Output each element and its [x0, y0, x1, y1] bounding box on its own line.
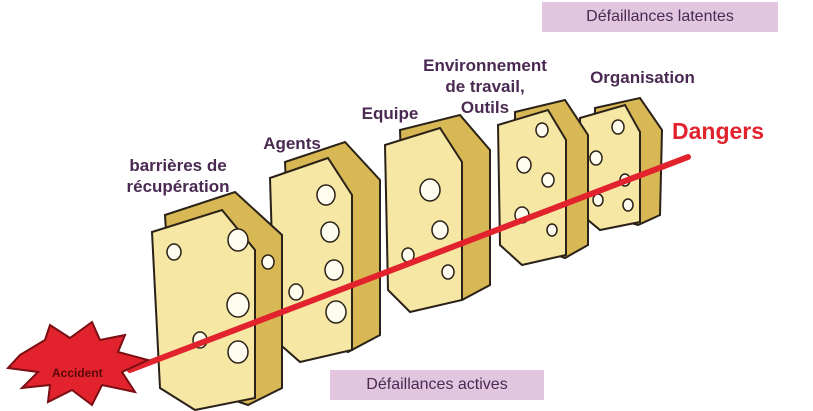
layer-label-barrieres: barrières de récupération — [126, 156, 230, 196]
cheese-slice-organisation — [578, 96, 664, 232]
active-failures-box: Défaillances actives — [330, 370, 544, 400]
accident-label: Accident — [52, 366, 103, 380]
cheese-slice-agents — [268, 140, 381, 364]
cheese-slice-environnement — [496, 98, 589, 267]
dangers-label: Dangers — [672, 118, 765, 144]
latent-failures-box: Défaillances latentes — [542, 2, 778, 32]
layer-label-organisation: Organisation — [590, 68, 695, 87]
cheese-slice-equipe — [383, 113, 491, 314]
hazard-trajectory — [127, 154, 691, 373]
layer-label-equipe: Equipe — [361, 104, 419, 123]
layer-label-environnement: Environnement de travail, Outils — [423, 56, 547, 117]
layer-label-agents: Agents — [263, 134, 321, 153]
cheese-slice-barrieres — [150, 190, 283, 411]
accident-burst-icon — [5, 320, 151, 407]
